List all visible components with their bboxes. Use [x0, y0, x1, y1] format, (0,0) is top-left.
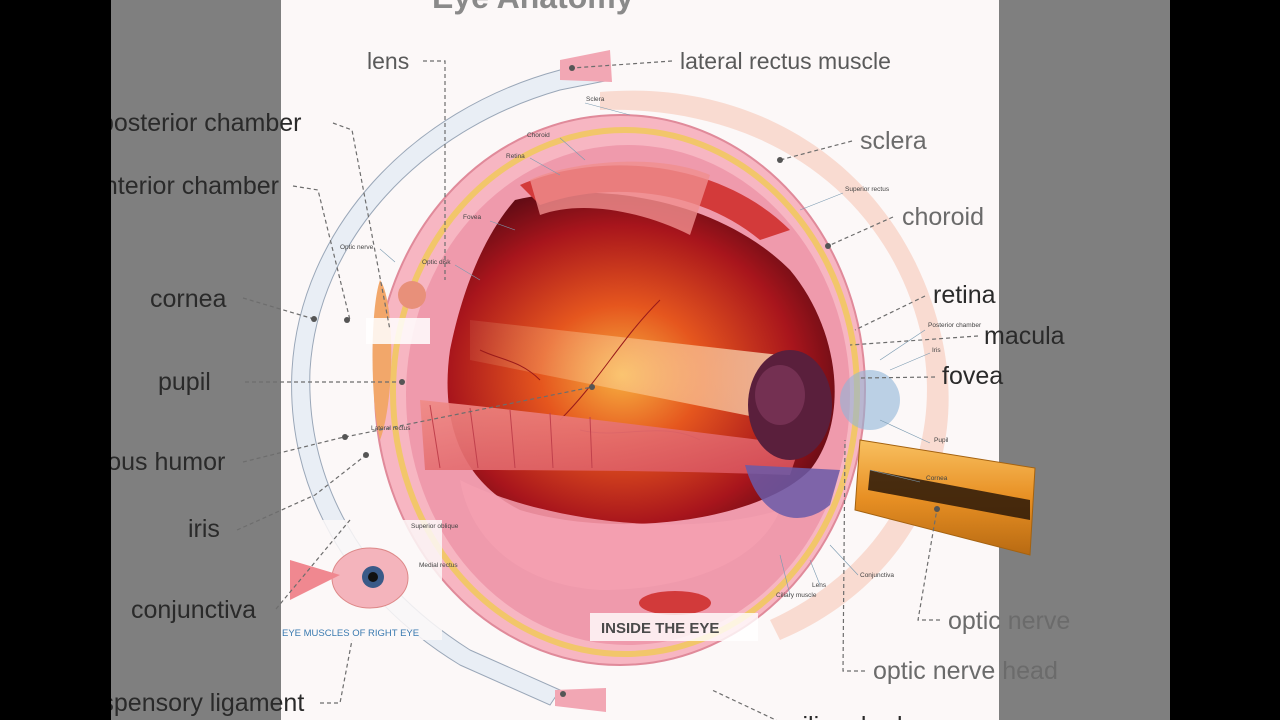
label-fovea: fovea: [942, 362, 1003, 390]
inner-label-ciliary-muscle: Ciliary muscle: [776, 592, 817, 599]
label-vitreous-humor: vitreous humor: [60, 448, 225, 476]
label-lens: lens: [367, 48, 409, 74]
label-optic-nerve-head: optic nerve head: [873, 657, 1058, 685]
label-pupil: pupil: [158, 368, 211, 396]
label-ciliary-body: ciliary body: [790, 712, 916, 720]
label-cornea: cornea: [150, 285, 227, 313]
label-conjunctiva: conjunctiva: [131, 596, 256, 624]
inner-label-pupil: Pupil: [934, 437, 949, 444]
label-lateral-rectus-muscle: lateral rectus muscle: [680, 48, 891, 74]
leader-vitreous-humor: [242, 386, 593, 463]
light-beam: [470, 320, 780, 420]
inner-leader-lines: [379, 102, 931, 596]
inner-label-optic-nerve: Optic nerve: [340, 244, 374, 251]
letterbox-right: [1170, 0, 1280, 720]
inner-label-iris: Iris: [932, 347, 941, 354]
eye-muscles-caption: EYE MUSCLES OF RIGHT EYE: [282, 628, 419, 639]
ciliary-ring: [398, 281, 426, 309]
leader-lateral-rectus: [571, 60, 673, 69]
leader-anterior-chamber: [292, 185, 351, 321]
bottom-muscle: [555, 688, 606, 712]
leader-retina: [854, 295, 926, 331]
inner-label-cornea: Cornea: [926, 475, 948, 482]
label-posterior-chamber: posterior chamber: [100, 109, 301, 137]
leader-fovea: [859, 376, 936, 379]
inner-label-sclera: Sclera: [586, 96, 605, 103]
label-optic-nerve: optic nerve: [948, 607, 1070, 635]
leader-posterior-chamber: [332, 122, 391, 331]
letterbox-left: [0, 0, 111, 720]
muscle-striations: [429, 404, 593, 469]
label-sclera: sclera: [860, 127, 927, 155]
inner-label-posterior-chamber: Posterior chamber: [928, 322, 982, 329]
outer-labels: lens lateral rectus muscle posterior cha…: [60, 48, 1070, 720]
label-suspensory-ligament: suspensory ligament: [75, 689, 304, 717]
label-macula: macula: [984, 322, 1065, 350]
lateral-rectus-band: [420, 400, 800, 475]
leader-macula: [849, 335, 979, 346]
label-iris: iris: [188, 515, 220, 543]
label-retina: retina: [933, 281, 996, 309]
inner-label-medial-rectus: Medial rectus: [419, 562, 458, 569]
inner-label-optic-disk: Optic disk: [422, 259, 451, 266]
inner-label-lateral-rectus: Lateral rectus: [371, 425, 411, 432]
leader-choroid: [827, 216, 894, 247]
optic-nerve-core: [868, 470, 1030, 520]
leader-optic-nerve-head: [842, 439, 865, 672]
inner-label-choroid: Choroid: [527, 132, 550, 139]
iris-region: [745, 465, 840, 518]
leader-cornea: [242, 297, 315, 320]
leader-sclera: [779, 140, 853, 161]
lower-vessel: [639, 591, 711, 615]
lower-globe: [460, 480, 780, 590]
pupil-region: [840, 370, 900, 430]
diagram-title: Eye Anatomy: [432, 0, 634, 15]
inner-label-fovea: Fovea: [463, 214, 481, 221]
inner-label-retina: Retina: [506, 153, 525, 160]
inner-label-superior-oblique: Superior oblique: [411, 523, 459, 530]
top-muscle: [560, 50, 612, 82]
inner-label-conjunctiva: Conjunctiva: [860, 572, 894, 579]
leader-conjunctiva: [275, 519, 351, 610]
inner-label-lens: Lens: [812, 582, 827, 589]
inner-labels: Sclera Choroid Retina Fovea Optic nerve …: [340, 96, 982, 599]
leader-optic-nerve: [917, 508, 940, 621]
inside-the-eye-caption: INSIDE THE EYE: [601, 620, 719, 637]
leader-lens: [423, 60, 446, 280]
leader-suspensory-ligament: [320, 639, 353, 704]
eye-muscles-inset: [282, 520, 442, 640]
inside-eye-caption-bg: [590, 613, 758, 641]
lens-highlight: [755, 365, 805, 425]
leader-iris: [236, 454, 367, 531]
leader-dots: [311, 65, 940, 697]
front-lens-highlight: [366, 318, 430, 344]
label-anterior-chamber: anterior chamber: [90, 172, 279, 200]
cutaway-wall: [530, 161, 710, 235]
leader-ciliary-body: [711, 689, 778, 720]
inner-label-superior-rectus: Superior rectus: [845, 186, 890, 193]
label-choroid: choroid: [902, 203, 984, 231]
